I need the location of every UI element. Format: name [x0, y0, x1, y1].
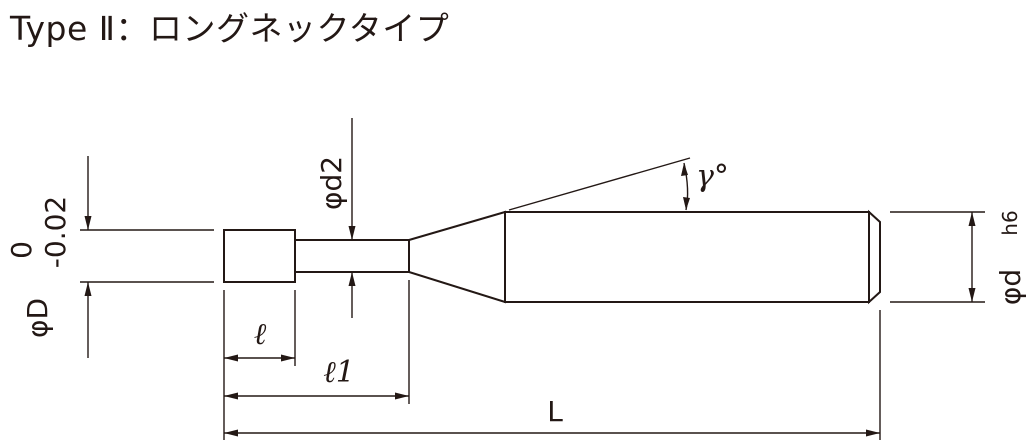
shank-dia-dimension [890, 211, 985, 303]
neck-dia-label: φd2 [315, 156, 348, 210]
shank [504, 211, 870, 303]
tolerance-upper-label: 0 [5, 241, 38, 259]
page-title: Type Ⅱ：ロングネックタイプ [10, 9, 450, 48]
angle-label: γ° [696, 159, 729, 194]
outer-dia-dimension [80, 156, 214, 358]
shank-dia-label: φd [994, 269, 1027, 305]
taper [408, 210, 506, 304]
angle-dimension [508, 157, 691, 211]
length-l-label: ℓ [254, 317, 267, 352]
tool-body [223, 209, 881, 305]
cutting-edge [223, 229, 296, 283]
neck [294, 239, 410, 273]
neck-dia-dimension [348, 118, 356, 318]
tolerance-lower-label: -0.02 [39, 196, 72, 268]
length-L-label: L [547, 395, 563, 428]
chamfer [868, 209, 881, 305]
outer-dia-label: φD [21, 298, 54, 338]
shank-tolerance-label: h6 [998, 210, 1022, 235]
length-dimensions [223, 280, 881, 440]
length-l1-label: ℓ1 [323, 355, 355, 390]
